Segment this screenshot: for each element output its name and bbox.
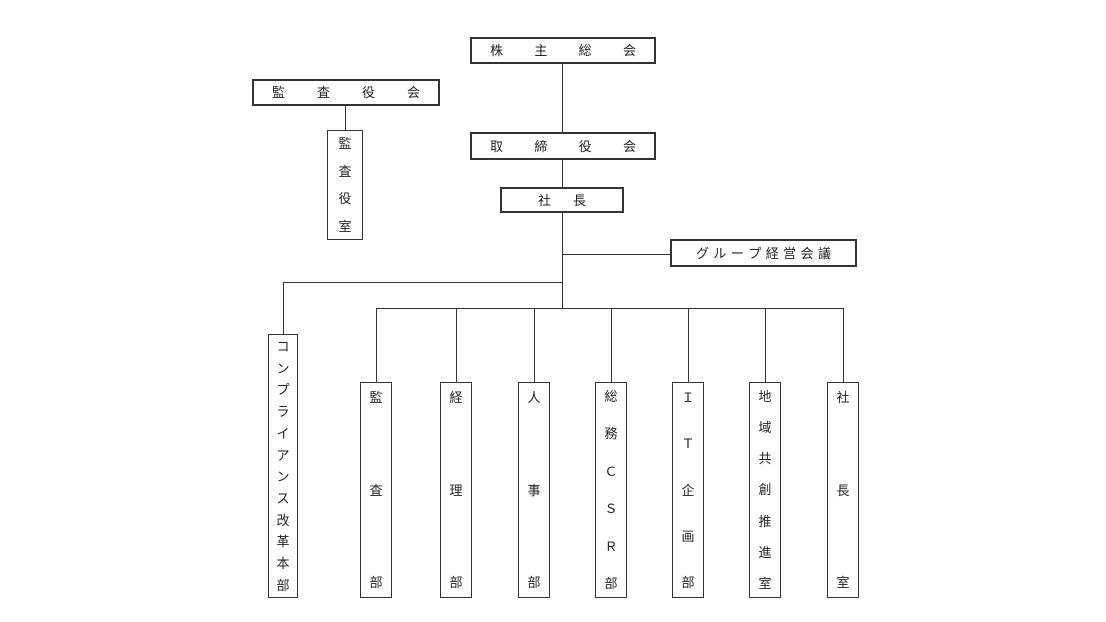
- connector-drop-hr-dept: [534, 309, 535, 382]
- label-char: Ｃ: [604, 463, 618, 479]
- label-char: 株: [490, 43, 504, 58]
- label-char: 務: [604, 426, 618, 442]
- connector-president-trunk: [562, 213, 563, 309]
- label-char: ン: [276, 360, 290, 376]
- label-char: 査: [316, 85, 330, 100]
- label-char: 会: [800, 245, 814, 261]
- label-char: Ｉ: [681, 390, 695, 405]
- connector-drop-csr-dept: [611, 309, 612, 382]
- label-char: コ: [276, 339, 290, 354]
- label-char: ラ: [276, 404, 290, 420]
- node-regional-cocreation-office: 地域共創推進室: [749, 382, 781, 598]
- label-char: 部: [527, 575, 541, 590]
- label-char: 会: [622, 43, 636, 58]
- node-audit-office: 監査役室: [327, 130, 363, 240]
- label-char: 議: [817, 245, 831, 261]
- label-char: 室: [758, 575, 772, 591]
- label-char: 会: [622, 138, 636, 154]
- label-char: 役: [361, 85, 375, 100]
- label-char: 総: [604, 389, 618, 404]
- connector-drop-accounting-dept: [456, 309, 457, 382]
- node-compliance-reform-hq: コンプライアンス改革本部: [268, 334, 298, 598]
- label-char: 経: [449, 390, 463, 405]
- label-char: 社: [538, 192, 552, 208]
- label-char: 主: [534, 43, 548, 58]
- label-char: 総: [578, 43, 592, 58]
- label-char: 部: [369, 575, 383, 590]
- node-audit-dept: 監査部: [360, 382, 392, 598]
- connector-trunk-left-branch: [283, 282, 563, 283]
- label-char: 長: [572, 192, 586, 208]
- connector-drop-audit-dept: [376, 309, 377, 382]
- label-char: 査: [338, 163, 352, 179]
- label-char: 革: [276, 534, 290, 550]
- label-char: 理: [449, 482, 463, 498]
- label-char: 域: [758, 420, 772, 436]
- label-char: ス: [276, 491, 290, 507]
- label-char: プ: [748, 245, 762, 261]
- label-char: 監: [369, 390, 383, 405]
- node-hr-dept: 人事部: [518, 382, 550, 598]
- node-general-affairs-csr-dept: 総務 Ｃ Ｓ Ｒ 部: [595, 382, 627, 598]
- label-char: 経: [765, 245, 779, 261]
- connector-drop-compliance: [283, 283, 284, 334]
- label-char: ー: [730, 245, 744, 261]
- label-char: ル: [713, 245, 727, 261]
- node-it-planning-dept: Ｉ Ｔ 企画部: [672, 382, 704, 598]
- label-char: 共: [758, 451, 772, 467]
- label-char: 営: [783, 245, 797, 261]
- label-char: 会: [406, 85, 420, 100]
- label-char: 創: [758, 482, 772, 498]
- label-char: 部: [681, 575, 695, 590]
- label-char: 推: [758, 513, 772, 529]
- connector-trunk-to-group-meeting: [563, 254, 670, 255]
- connector-drop-president-office: [843, 309, 844, 382]
- label-char: Ｔ: [681, 436, 695, 452]
- connector-drop-regional-office: [765, 309, 766, 382]
- label-char: 人: [527, 390, 541, 405]
- label-char: グ: [696, 245, 710, 261]
- label-char: 室: [836, 575, 850, 590]
- node-shareholders-meeting: 株主総会: [470, 37, 656, 64]
- label-char: 進: [758, 544, 772, 560]
- label-char: 部: [276, 577, 290, 593]
- node-group-management-meeting: グループ経営会議: [670, 239, 857, 267]
- label-char: Ｓ: [604, 501, 618, 517]
- label-char: 役: [578, 138, 592, 154]
- label-char: ア: [276, 447, 290, 463]
- label-char: 事: [527, 482, 541, 498]
- label-char: 長: [836, 482, 850, 498]
- label-char: 監: [272, 85, 286, 100]
- label-char: プ: [276, 382, 290, 398]
- label-char: ン: [276, 469, 290, 485]
- label-char: 改: [276, 512, 290, 528]
- label-char: 部: [604, 575, 618, 591]
- connector-department-bus: [376, 308, 844, 309]
- node-board-of-directors: 取締役会: [470, 132, 656, 160]
- label-char: 取: [490, 138, 504, 154]
- label-char: 地: [758, 389, 772, 404]
- label-char: 室: [338, 218, 352, 234]
- node-president-office: 社長室: [827, 382, 859, 598]
- label-char: 本: [276, 556, 290, 572]
- connector-shareholders-to-board: [562, 64, 563, 132]
- label-char: イ: [276, 425, 290, 441]
- label-char: 締: [534, 138, 548, 154]
- node-president: 社長: [500, 187, 624, 213]
- label-char: Ｒ: [604, 538, 618, 554]
- label-char: 査: [369, 482, 383, 498]
- connector-auditboard-to-auditoffice: [345, 106, 346, 130]
- label-char: 役: [338, 191, 352, 207]
- label-char: 監: [338, 136, 352, 151]
- label-char: 画: [681, 528, 695, 544]
- connector-board-to-president: [562, 160, 563, 187]
- label-char: 社: [836, 390, 850, 405]
- label-char: 部: [449, 575, 463, 590]
- connector-drop-it-dept: [688, 309, 689, 382]
- node-audit-board: 監査役会: [252, 79, 440, 106]
- node-accounting-dept: 経理部: [440, 382, 472, 598]
- label-char: 企: [681, 482, 695, 498]
